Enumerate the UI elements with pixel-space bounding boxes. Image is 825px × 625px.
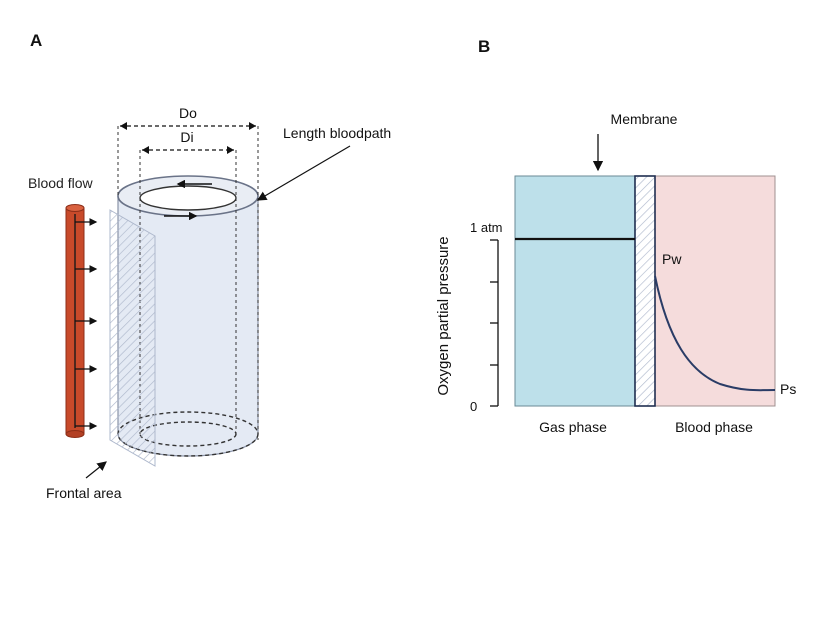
do-arrow-left	[120, 122, 127, 130]
blood-phase-region	[654, 175, 776, 407]
frontal-area-arrow	[85, 461, 107, 479]
frontal-area-label: Frontal area	[46, 485, 122, 501]
panel-b-label: B	[478, 37, 490, 56]
do-label: Do	[179, 105, 197, 121]
blood-rod-top	[65, 204, 85, 212]
membrane	[634, 175, 656, 407]
do-arrow-right	[249, 122, 256, 130]
gas-phase-label: Gas phase	[539, 419, 607, 435]
blood-flow-label: Blood flow	[28, 175, 93, 191]
blood-phase-label: Blood phase	[675, 419, 753, 435]
panel-a: A Do Di Length bloo	[28, 31, 391, 501]
membrane-label: Membrane	[611, 111, 678, 127]
blood-rod-bottom	[65, 430, 85, 438]
gas-phase-region	[514, 175, 636, 407]
pw-label: Pw	[662, 251, 682, 267]
y-tick-label-1atm: 1 atm	[470, 220, 503, 235]
di-arrow-left	[142, 146, 149, 154]
panel-b: B Membrane 1 atm 0 Oxygen partial pressu…	[435, 37, 796, 435]
length-bloodpath-label: Length bloodpath	[283, 125, 391, 141]
length-bloodpath-arrow	[256, 145, 351, 201]
di-label: Di	[180, 129, 193, 145]
blood-pressure-curve	[654, 275, 776, 392]
y-axis-label: Oxygen partial pressure	[435, 236, 452, 395]
blood-rod	[65, 204, 98, 438]
frontal-area-sheet	[109, 209, 156, 467]
ps-label: Ps	[780, 381, 796, 397]
y-tick-label-zero: 0	[470, 399, 477, 414]
di-arrow-right	[227, 146, 234, 154]
panel-a-label: A	[30, 31, 42, 50]
tube-top-inner	[139, 185, 237, 211]
